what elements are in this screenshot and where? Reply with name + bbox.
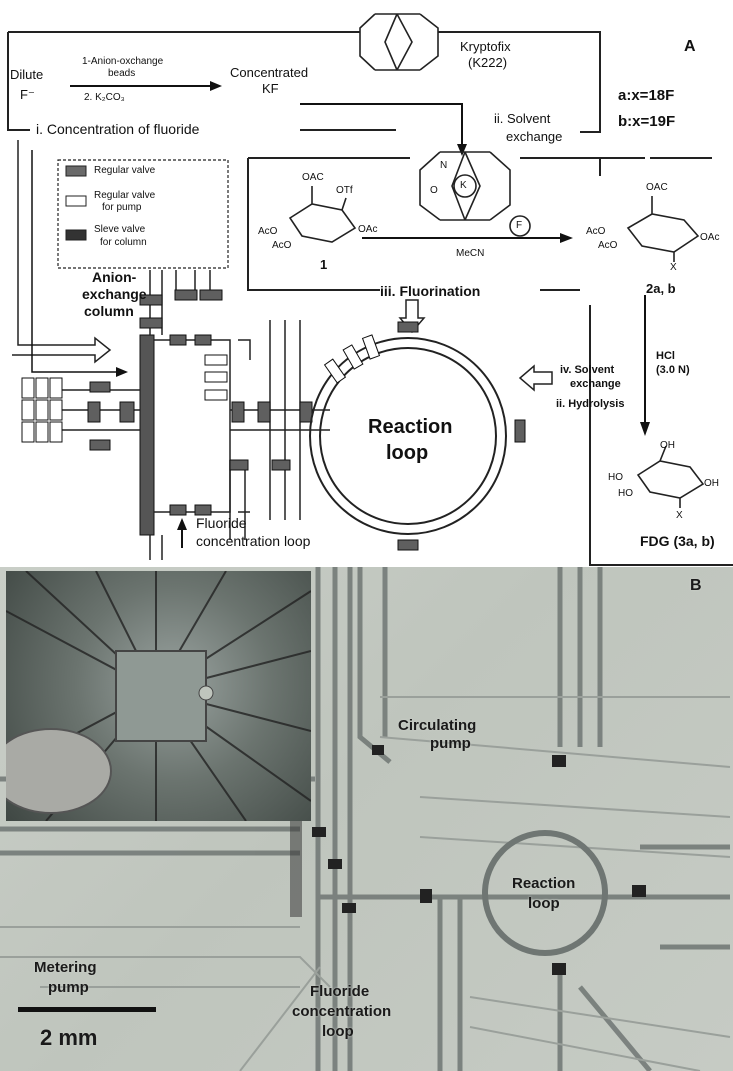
chem-oac-p-label: OAC [646, 182, 668, 193]
step1-label: 1-Anion-oxchange [82, 56, 163, 67]
inlet-arrowhead [116, 367, 128, 377]
scale-bar [18, 1007, 156, 1012]
chem-aco-label: AcO [258, 226, 277, 237]
panel-a-label: A [684, 38, 696, 56]
anion-column-label-2: exchange [82, 287, 147, 302]
legend-pump-valve-swatch [66, 196, 86, 206]
compound-1-label: 1 [320, 258, 327, 272]
legend-sleeve-valve-swatch [66, 230, 86, 240]
pump-valves [22, 355, 227, 442]
chip-photo-inset [6, 571, 311, 821]
chem-ho2-label: HO [618, 488, 633, 499]
chem-oh-right-label: OH [704, 478, 719, 489]
chem-aco-p2-label: AcO [598, 240, 617, 251]
chem-x-label: X [670, 262, 677, 273]
dilute-label: Dilute [10, 68, 43, 82]
legend-pump-valve-1: Regular valve [94, 190, 155, 201]
anion-column-label: Anion- [92, 270, 136, 285]
circulating-pump-label: Circulating [398, 717, 476, 734]
anion-exchange-column [140, 335, 154, 535]
hcl-label: HCl [656, 350, 675, 362]
concentrated-label: Concentrated [230, 66, 308, 80]
chem-otf-label: OTf [336, 185, 353, 196]
reaction-loop-label: Reaction [368, 416, 452, 438]
fluoride-loop-arrowhead [177, 518, 187, 530]
metering-pump-label: Metering [34, 959, 97, 976]
isotope-b-label: b:x=19F [618, 114, 675, 131]
fluoride-loop-label: Fluoride [196, 516, 247, 531]
solvent-label: MeCN [456, 248, 484, 259]
panel-b-label: B [690, 577, 702, 595]
f-symbol: F [516, 220, 522, 231]
reaction-loop-photo-label-2: loop [528, 895, 560, 912]
hcl-conc-label: (3.0 N) [656, 364, 690, 376]
legend-sleeve-valve-1: Sleve valve [94, 224, 145, 235]
reaction-loop-label-2: loop [386, 442, 428, 464]
fdg-precursor-structure [628, 196, 698, 262]
chem-aco-p-label: AcO [586, 226, 605, 237]
isotope-a-label: a:x=18F [618, 88, 674, 105]
fluoride-loop-label-2: concentration loop [196, 534, 310, 549]
k-symbol: K [460, 180, 467, 191]
photo-reaction-loop [485, 833, 605, 953]
fluoride-loop-photo-label-3: loop [322, 1023, 354, 1040]
chem-aco2-label: AcO [272, 240, 291, 251]
step-arrowhead [210, 81, 222, 91]
coin-image [6, 729, 111, 813]
chem-oac-label: OAC [302, 172, 324, 183]
solvent-exchange-iv-2: exchange [570, 378, 621, 390]
kf-arrow [300, 104, 462, 148]
compound-2-label: 2a, b [646, 282, 676, 296]
solvent-hollow-arrow [520, 366, 552, 390]
reaction-loop-photo-label: Reaction [512, 875, 575, 892]
legend-sleeve-valve-2: for column [100, 237, 147, 248]
chem-oac-p-right-label: OAc [700, 232, 719, 243]
chem-ho-label: HO [608, 472, 623, 483]
fluoride-loop-photo-label: Fluoride [310, 983, 369, 1000]
step2-label: 2. K₂CO₃ [84, 92, 125, 103]
kryptofix-label: Kryptofix [460, 40, 511, 54]
kryptofix-structure [360, 14, 438, 70]
fdg-structure [638, 446, 703, 508]
legend-regular-valve-swatch [66, 166, 86, 176]
kf-label: KF [262, 82, 279, 96]
chem-oh-label: OH [660, 440, 675, 451]
concentration-label: i. Concentration of fluoride [36, 122, 199, 137]
metering-pump-label-2: pump [48, 979, 89, 996]
step1-label-2: beads [108, 68, 135, 79]
crown-o-label: O [430, 185, 438, 196]
legend-pump-valve-2: for pump [102, 202, 141, 213]
fluorination-arrowhead [560, 233, 573, 243]
scale-bar-label: 2 mm [40, 1025, 97, 1051]
solvent-exchange-label: ii. Solvent [494, 112, 550, 126]
fluorination-label: iii. Fluorination [380, 284, 480, 299]
solvent-exchange-label-2: exchange [506, 130, 562, 144]
legend-regular-valve: Regular valve [94, 165, 155, 176]
chem-x2-label: X [676, 510, 683, 521]
crown-n-label: N [440, 160, 447, 171]
k222-label: (K222) [468, 56, 507, 70]
panel-b-photo: B Circulating pump Reaction loop Meterin… [0, 567, 733, 1071]
chem-oac-right-label: OAc [358, 224, 377, 235]
fdg-label: FDG (3a, b) [640, 534, 715, 549]
circulating-pump-valves [325, 335, 380, 383]
hydrolysis-label: ii. Hydrolysis [556, 398, 624, 410]
fluoride-loop-photo-label-2: concentration [292, 1003, 391, 1020]
fluoride-ion-label: F⁻ [20, 88, 35, 102]
anion-column-label-3: column [84, 304, 134, 319]
hydrolysis-arrowhead [640, 422, 650, 436]
solvent-exchange-iv: iv. Solvent [560, 364, 614, 376]
circulating-pump-label-2: pump [430, 735, 471, 752]
hydrolysis-frame [590, 305, 733, 565]
